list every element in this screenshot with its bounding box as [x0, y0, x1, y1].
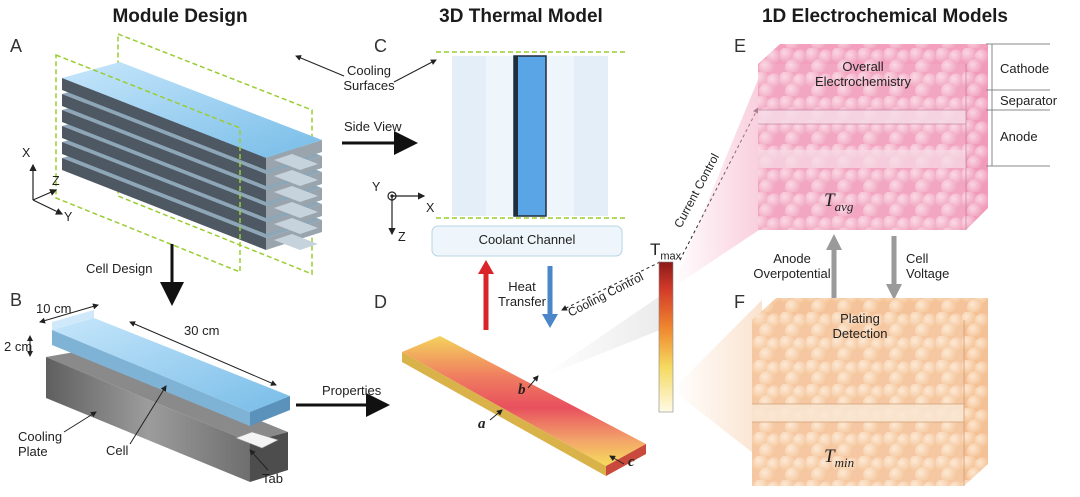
tmax-letter: T [650, 240, 661, 259]
axis-label-y-c: Y [372, 180, 381, 194]
label-pointers-b [63, 385, 269, 471]
properties-label: Properties [322, 383, 382, 398]
panel-label-d: D [374, 292, 387, 312]
tab-label: Tab [262, 471, 283, 486]
separator-band [758, 110, 966, 124]
cell-voltage-label: Cell Voltage [906, 251, 950, 281]
cooling-surface-front [55, 53, 241, 274]
electrochem-cube-e [758, 44, 988, 230]
tmax-label: Tmax [650, 240, 681, 263]
cell-side-view [513, 55, 547, 217]
point-c-label: c [628, 454, 635, 470]
t-avg-sub: avg [834, 198, 854, 214]
heat-transfer-label: Heat Transfer [498, 279, 546, 309]
axis-label-z-a: Z [52, 174, 60, 188]
cooling-surfaces-label: Cooling Surfaces [343, 63, 395, 93]
axis-label-z-c: Z [398, 230, 406, 244]
dimension-lines [27, 303, 277, 386]
temperature-colorbar [658, 261, 674, 413]
cooling-surfaces-pointer-2 [393, 59, 437, 83]
cooling-control-arrow [561, 261, 661, 311]
plating-detection-label: Plating Detection [832, 311, 888, 341]
axis-triad-c [387, 191, 426, 236]
axis-label-x-c: X [426, 201, 435, 215]
separator-label: Separator [1000, 93, 1058, 108]
electrochem-cube-f [752, 298, 988, 486]
t-avg-letter: T [824, 190, 835, 211]
point-pointers [489, 375, 625, 465]
panel-label-c: C [374, 36, 387, 56]
dimension-thickness-label: 2 cm [4, 339, 33, 354]
t-min-label: Tmin [824, 446, 854, 471]
axis-label-x-a: X [22, 146, 31, 160]
cell-label: Cell [106, 443, 129, 458]
overall-electrochemistry-label: Overall Electrochemistry [814, 59, 912, 89]
layer-brackets-e [986, 43, 1050, 167]
cooling-surfaces-pointer [295, 55, 345, 77]
cell-design-label: Cell Design [86, 261, 153, 276]
tmax-sub: max [660, 250, 682, 263]
axis-label-y-a: Y [64, 210, 73, 224]
anode-overpotential-label: Anode Overpotential [753, 251, 831, 281]
axis-triad-a [29, 163, 64, 215]
t-avg-label: Tavg [824, 190, 853, 215]
header-electrochem-models: 1D Electrochemical Models [761, 6, 1009, 27]
temperature-fans [540, 70, 762, 460]
cooling-plate-label: Cooling Plate [18, 429, 63, 459]
coolant-channel-label: Coolant Channel [478, 232, 576, 247]
panel-label-e: E [734, 36, 747, 56]
dimension-length-label: 30 cm [184, 323, 220, 338]
temperature-plate [402, 336, 646, 476]
header-module-design: Module Design [112, 6, 248, 27]
panel-label-b: B [10, 290, 23, 310]
tab-shape [235, 431, 279, 449]
t-min-letter: T [824, 446, 835, 467]
module-stack [55, 32, 322, 276]
point-a-label: a [478, 416, 486, 432]
dimension-width-label: 10 cm [36, 301, 72, 316]
anode-label: Anode [1000, 129, 1038, 144]
header-thermal-model: 3D Thermal Model [439, 6, 603, 27]
panel-label-a: A [10, 36, 23, 56]
cell-with-plate [46, 310, 290, 482]
cathode-label: Cathode [1000, 61, 1050, 76]
point-b-label: b [518, 382, 526, 398]
side-view-panel [431, 51, 628, 257]
panel-label-f: F [734, 292, 745, 312]
coolant-channel-box [431, 225, 623, 257]
side-view-label: Side View [344, 119, 402, 134]
stack-cell [62, 62, 322, 170]
t-min-sub: min [834, 454, 855, 470]
